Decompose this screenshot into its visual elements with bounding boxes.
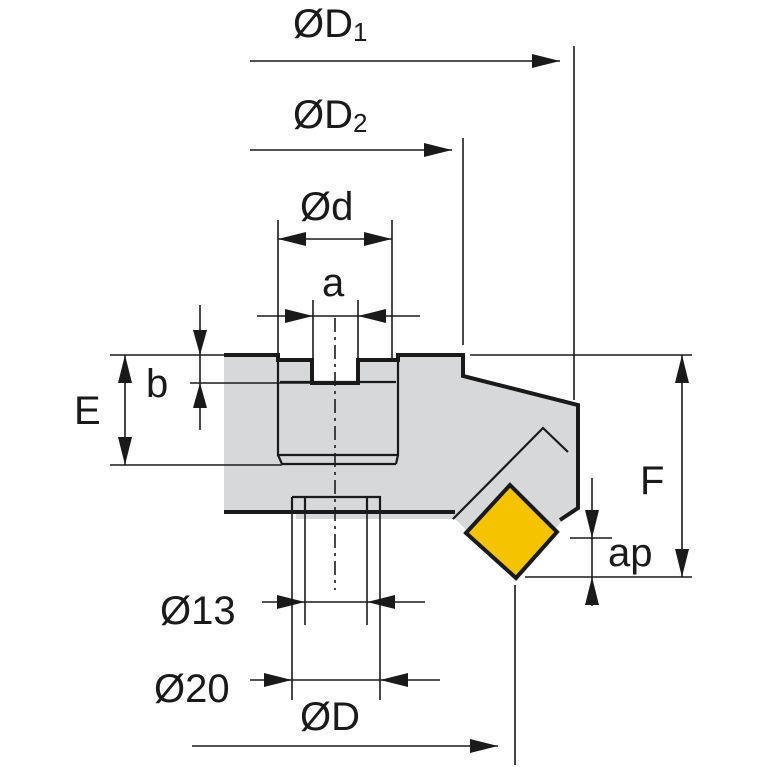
label-f: F bbox=[640, 459, 664, 503]
label-a: a bbox=[322, 261, 345, 305]
label-d20: Ø20 bbox=[154, 667, 230, 711]
tool-body-outline bbox=[224, 353, 580, 522]
label-small-d: Ød bbox=[300, 185, 353, 229]
bore-outline bbox=[276, 362, 400, 512]
label-d2: ØD2 bbox=[293, 93, 367, 138]
label-ap: ap bbox=[608, 531, 653, 575]
label-e: E bbox=[74, 389, 101, 433]
label-d13: Ø13 bbox=[160, 589, 236, 633]
insert-pocket bbox=[452, 426, 569, 520]
label-b: b bbox=[146, 362, 168, 406]
label-big-d: ØD bbox=[300, 695, 360, 739]
insert bbox=[463, 482, 560, 581]
label-d1: ØD1 bbox=[293, 2, 367, 47]
